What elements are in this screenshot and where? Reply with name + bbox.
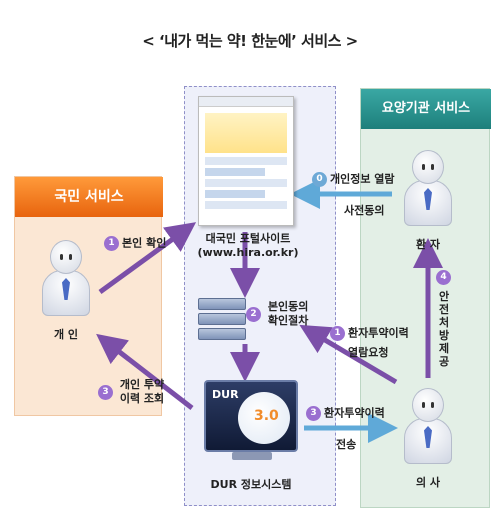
- citizen-service-header: 국민 서비스: [15, 177, 163, 217]
- step-1-left-badge: 1: [104, 236, 119, 251]
- arrow-history-request: [299, 324, 398, 385]
- doctor-label: 의 사: [415, 476, 441, 489]
- step-3-left-line-1: 개인 투약: [119, 378, 165, 391]
- patient-label: 환 자: [415, 238, 441, 251]
- step-4-char-2: 전: [438, 303, 450, 316]
- step-0-badge: 0: [312, 172, 327, 187]
- doctor-avatar: [402, 388, 454, 468]
- dur-logo: DUR: [212, 388, 239, 401]
- step-4-char-3: 처: [438, 316, 450, 329]
- step-1-right-line-1: 환자투약이력: [348, 326, 409, 340]
- step-0-line-1: 개인정보 열람: [330, 172, 395, 186]
- auth-line-2: 확인절차: [267, 314, 309, 327]
- auth-line-1: 본인동의: [267, 300, 309, 313]
- step-3-right-line-1: 환자투약이력: [324, 406, 385, 420]
- provider-service-header: 요양기관 서비스: [361, 89, 491, 129]
- step-4-char-4: 방: [438, 329, 450, 342]
- portal-url: (www.hira.or.kr): [197, 246, 299, 259]
- step-1-right-line-2-wrap: 열람요청: [348, 346, 388, 360]
- step-4-char-6: 공: [438, 355, 450, 368]
- portal-name: 대국민 포털사이트: [205, 232, 291, 245]
- step-4-char-5: 제: [438, 342, 450, 355]
- step-3-right-badge: 3: [306, 406, 321, 421]
- step-3-history-lookup: 3 개인 투약 이력 조회: [98, 378, 164, 406]
- step-1-right-line-2: 열람요청: [348, 346, 389, 359]
- step-4-vertical-text: 안 전 처 방 제 공: [438, 290, 450, 368]
- step-4-char-1: 안: [438, 290, 450, 303]
- step-3-right-line-2-wrap: 전송: [336, 438, 356, 452]
- page-title: < ‘내가 먹는 약! 한눈에’ 서비스 >: [142, 32, 358, 50]
- dur-system-caption: DUR 정보시스템: [210, 478, 292, 491]
- server-icon: [198, 298, 246, 340]
- individual-label: 개 인: [53, 328, 79, 341]
- portal-caption: 대국민 포털사이트 (www.hira.or.kr): [186, 230, 310, 259]
- step-4-safe-prescription: 4: [436, 270, 454, 285]
- patient-avatar: [402, 150, 454, 230]
- step-1-right-badge: 1: [330, 326, 345, 341]
- dur-version: 3.0: [254, 408, 279, 424]
- step-0-line-2: 사전동의: [344, 204, 385, 217]
- step-4-badge: 4: [436, 270, 451, 285]
- step-3-right-line-2: 전송: [336, 438, 357, 451]
- step-3-left-line-2: 이력 조회: [119, 392, 165, 405]
- arrow-history-lookup: [96, 333, 194, 410]
- individual-avatar: [40, 240, 92, 320]
- step-0-line-2-wrap: 사전동의: [344, 204, 384, 218]
- step-2-badge: 2: [246, 306, 261, 322]
- auth-step-label: 2 본인동의 확인절차: [246, 300, 308, 328]
- step-3-left-badge: 3: [98, 384, 113, 400]
- portal-screenshot: [198, 96, 294, 226]
- arrow-self-verify: [98, 222, 197, 295]
- step-1-left-text: 본인 확인: [122, 236, 167, 250]
- dur-monitor-icon: DUR 3.0: [204, 380, 298, 452]
- monitor-stand: [232, 452, 272, 460]
